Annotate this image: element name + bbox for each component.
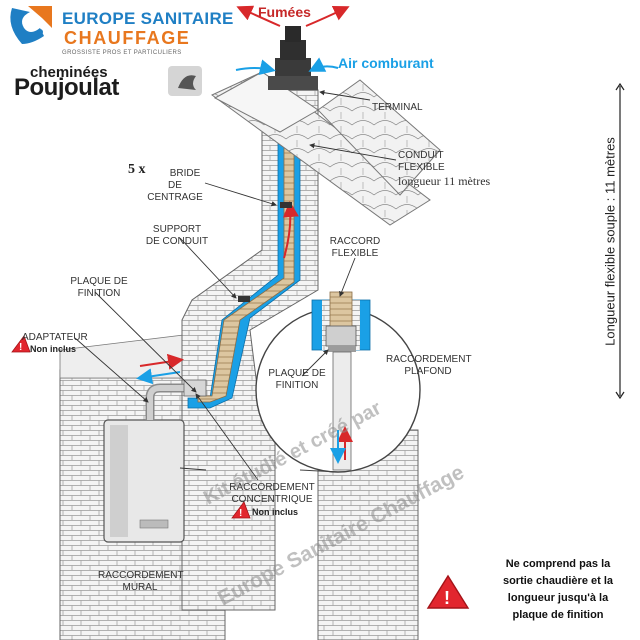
leader-lines xyxy=(74,82,625,481)
plafond-label-1: RACCORDEMENT xyxy=(386,354,472,365)
concentrique-label-2: CONCENTRIQUE xyxy=(231,494,313,505)
terminal xyxy=(268,26,318,90)
support-label-2: DE CONDUIT xyxy=(145,236,209,247)
flue-up-arrow xyxy=(282,201,299,259)
fumes-arrows xyxy=(236,5,350,27)
mural-label-2: MURAL xyxy=(122,582,158,593)
warning-line3: longueur jusqu'à la xyxy=(507,592,609,604)
svg-text:!: ! xyxy=(239,508,242,519)
detail-magnifier xyxy=(255,291,421,473)
brand-tagline: GROSSISTE PROS ET PARTICULIERS xyxy=(62,50,182,56)
mural-label-1: RACCORDEMENT xyxy=(98,570,184,581)
partner-line2: Poujoulat xyxy=(14,74,119,101)
warning-line2: sortie chaudière et la xyxy=(502,575,614,587)
warning-line4: plaque de finition xyxy=(512,609,604,621)
plaque-detail-label-2: FINITION xyxy=(275,380,319,391)
plafond-label-2: PLAFOND xyxy=(404,366,452,377)
brand-logo-icon xyxy=(10,6,52,44)
support-label-1: SUPPORT xyxy=(152,224,202,235)
warning-icon: ! xyxy=(11,335,31,353)
brand-name-line2: CHAUFFAGE xyxy=(64,28,191,48)
brand-name-line1: EUROPE SANITAIRE xyxy=(62,9,234,28)
bride-label-1: BRIDE xyxy=(169,168,201,179)
plaque-label-1: PLAQUE DE xyxy=(70,276,128,287)
partner-line1: cheminées xyxy=(30,64,108,81)
air-label: Air comburant xyxy=(338,55,434,71)
adaptateur-label: ADAPTATEUR xyxy=(22,332,88,343)
plaque-label-2: FINITION xyxy=(77,288,121,299)
raccord-flexible-label-2: FLEXIBLE xyxy=(331,248,379,259)
fumes-label: Fumées xyxy=(258,4,311,20)
boiler xyxy=(103,379,207,543)
conduit-length: longueur 11 mètres xyxy=(398,174,491,188)
conduit-label-2: FLEXIBLE xyxy=(398,162,445,173)
conduit-label-1: CONDUIT xyxy=(398,150,444,161)
concentrique-non-inclus: Non inclus xyxy=(252,507,299,517)
bride-markers xyxy=(238,202,292,302)
bride-label-2: DE CENTRAGE xyxy=(147,180,203,203)
warning-icon: ! xyxy=(426,574,470,609)
adaptateur-non-inclus: Non inclus xyxy=(30,344,77,354)
roof xyxy=(211,71,441,226)
svg-text:!: ! xyxy=(444,588,450,608)
connection-arrows xyxy=(136,353,184,385)
concentrique-label-1: RACCORDEMENT xyxy=(229,482,315,493)
length-vertical-label: Longueur flexible souple : 11 mètres xyxy=(602,137,618,346)
svg-text:!: ! xyxy=(19,342,22,353)
warning-icon: ! xyxy=(231,501,251,519)
raccord-flexible-label-1: RACCORD xyxy=(329,236,381,247)
bride-count: 5 x xyxy=(128,162,146,177)
cat-logo-icon xyxy=(168,66,202,96)
plaque-detail-label-1: PLAQUE DE xyxy=(268,368,326,379)
warning-note: Ne comprend pas la sortie chaudière et l… xyxy=(478,556,638,624)
air-arrows xyxy=(235,57,339,76)
warning-line1: Ne comprend pas la xyxy=(505,558,611,570)
terminal-label: TERMINAL xyxy=(372,102,423,113)
